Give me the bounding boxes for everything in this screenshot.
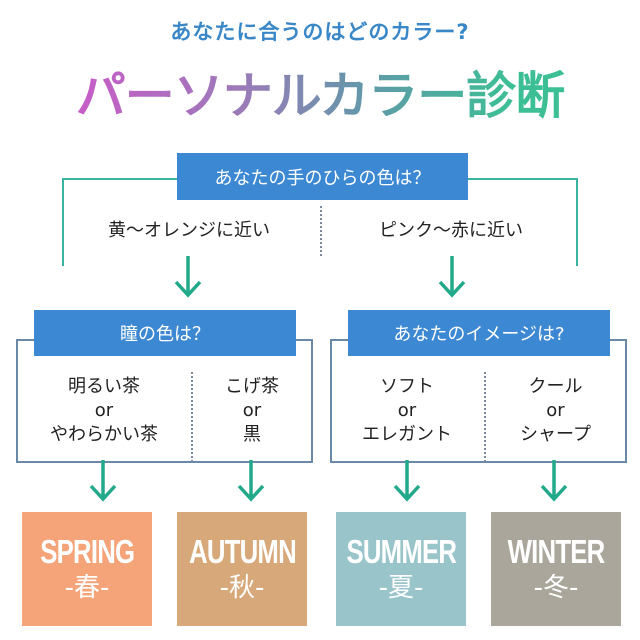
page-title: パーソナルカラー診断	[0, 56, 640, 128]
result-en: AUTUMN	[188, 533, 297, 570]
q1-label: あなたの手のひらの色は？	[177, 153, 468, 200]
subtitle: あなたに合うのはどのカラー?	[170, 20, 470, 44]
option-line: シャープ	[520, 424, 591, 445]
result-jp: -春-	[64, 573, 110, 603]
result-summer: SUMMER-夏-	[336, 512, 466, 626]
option-or: or	[94, 400, 114, 421]
divider	[320, 206, 322, 256]
result-en: WINTER	[507, 533, 606, 570]
arrow-down-icon	[393, 460, 421, 502]
result-en: SUMMER	[346, 533, 457, 570]
option-or: or	[242, 400, 262, 421]
result-autumn: AUTUMN-秋-	[177, 512, 307, 626]
option-or: or	[546, 400, 565, 421]
arrow-down-icon	[540, 460, 568, 502]
divider	[484, 372, 486, 462]
option-soft: ソフト or エレガント	[332, 370, 482, 452]
result-spring: SPRING-春-	[22, 512, 152, 626]
option-line: やわらかい茶	[50, 424, 158, 445]
result-en: SPRING	[39, 533, 135, 570]
result-jp: -秋-	[219, 573, 265, 603]
arrow-down-icon	[438, 256, 466, 298]
arrow-down-icon	[89, 460, 117, 502]
result-jp: -冬-	[533, 573, 579, 603]
option-or: or	[397, 400, 417, 421]
q2-left-label: 瞳の色は？	[34, 310, 296, 356]
option-line: エレガント	[362, 424, 452, 445]
q2-right-label: あなたのイメージは?	[348, 310, 610, 356]
option-cool: クール or シャープ	[486, 370, 625, 452]
option-line: クール	[528, 376, 583, 397]
q1-option-yellow: 黄〜オレンジに近い	[108, 220, 270, 241]
arrow-down-icon	[174, 256, 202, 298]
option-line: ソフト	[380, 376, 434, 397]
arrow-down-icon	[237, 460, 265, 502]
q1-option-pink: ピンク〜赤に近い	[379, 220, 523, 241]
option-dark-brown: こげ茶 or 黒	[193, 370, 311, 452]
option-light-brown: 明るい茶 or やわらかい茶	[18, 370, 190, 452]
divider	[191, 372, 193, 462]
option-line: 明るい茶	[68, 376, 140, 397]
result-jp: -夏-	[378, 573, 424, 603]
option-line: こげ茶	[225, 376, 279, 397]
option-line: 黒	[243, 424, 261, 445]
result-winter: WINTER-冬-	[491, 512, 621, 626]
